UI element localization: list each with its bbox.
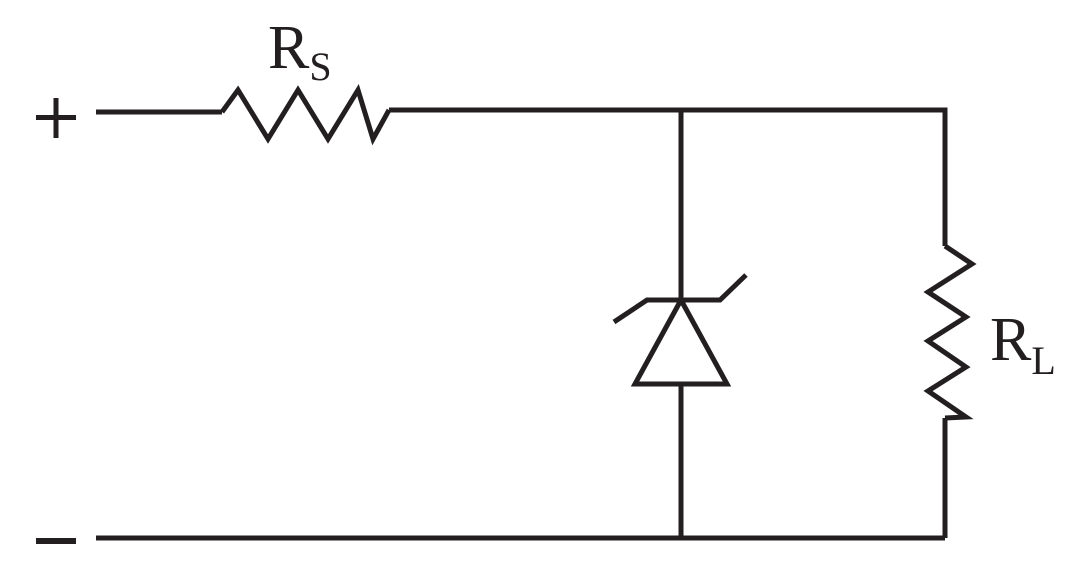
negative-terminal xyxy=(36,538,76,544)
positive-terminal xyxy=(36,98,76,138)
top-wire-output xyxy=(389,107,948,246)
series-resistor xyxy=(219,83,392,146)
load-resistor xyxy=(923,243,977,421)
load-resistor-label: RL xyxy=(990,306,1056,383)
series-resistor-label-main: R xyxy=(268,14,310,82)
load-resistor-label-main: R xyxy=(990,306,1032,374)
series-resistor-label: RS xyxy=(268,14,332,89)
series-resistor-label-subscript: S xyxy=(309,44,331,89)
load-resistor-label-subscript: L xyxy=(1031,338,1055,383)
zener-triangle xyxy=(630,294,732,387)
